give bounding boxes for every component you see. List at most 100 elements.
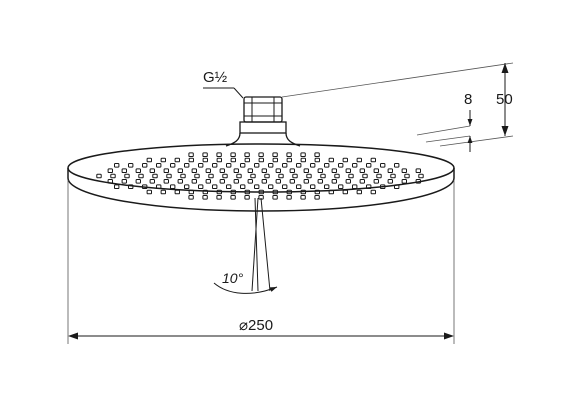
nozzle (272, 189, 279, 195)
nozzle (314, 195, 320, 200)
nozzle (286, 152, 292, 157)
nozzle (135, 179, 142, 184)
nozzle (272, 195, 278, 200)
nozzle (415, 168, 422, 173)
nozzle (359, 179, 366, 184)
nozzle (202, 195, 208, 200)
nozzle (114, 184, 120, 189)
height-extension-lines (281, 62, 514, 147)
nozzle (310, 163, 316, 168)
nozzle (170, 184, 176, 189)
nozzle (124, 173, 130, 179)
nozzle (376, 173, 382, 179)
nozzle (202, 189, 209, 195)
nozzle (230, 189, 237, 195)
nozzle (345, 168, 352, 173)
nozzle (191, 179, 198, 184)
nozzle (314, 189, 321, 195)
thread-label: G½ (203, 69, 228, 86)
nozzle (373, 168, 380, 173)
nozzle (359, 168, 366, 173)
nozzle (174, 157, 181, 163)
nozzle (272, 152, 278, 157)
thread-leader (203, 87, 244, 99)
diameter-extension-lines (67, 180, 455, 344)
nozzle (310, 184, 316, 189)
nozzle (394, 184, 400, 189)
nozzle (212, 184, 218, 189)
nozzle (121, 168, 127, 173)
nozzle (247, 179, 254, 184)
nozzle (258, 189, 265, 195)
nozzle (342, 157, 349, 163)
nozzle (247, 168, 254, 173)
nozzle (244, 157, 251, 163)
nozzle (303, 179, 310, 184)
nozzle (184, 163, 190, 168)
nozzle (163, 168, 170, 173)
nozzle (356, 157, 363, 163)
nozzle (128, 163, 134, 168)
nozzle (331, 168, 338, 173)
nozzle (366, 184, 372, 189)
nozzle (300, 152, 306, 157)
nozzle (373, 179, 380, 184)
nozzle (272, 157, 279, 163)
nozzle (286, 195, 292, 200)
nozzle (317, 168, 324, 173)
nozzle (250, 173, 256, 179)
nozzle (205, 168, 212, 173)
nozzle (394, 163, 400, 168)
nozzle (180, 173, 186, 179)
height-small-label: 8 (464, 91, 472, 108)
nozzle (324, 184, 330, 189)
shower-plate (67, 143, 455, 212)
nozzle (300, 189, 307, 195)
nozzle (356, 189, 363, 195)
nozzle (286, 157, 293, 163)
nozzle (300, 195, 306, 200)
nozzle (96, 173, 102, 179)
nozzle (226, 184, 232, 189)
nozzle (362, 173, 368, 179)
nozzle (188, 189, 195, 195)
nozzle (177, 179, 184, 184)
nozzle (138, 173, 144, 179)
nozzle (268, 184, 274, 189)
nozzle (401, 168, 408, 173)
height-total-label: 50 (496, 91, 513, 108)
nozzle (146, 189, 153, 195)
nozzle (292, 173, 298, 179)
nozzle (303, 168, 310, 173)
nozzle (345, 179, 352, 184)
nozzle (226, 163, 232, 168)
nozzle (254, 184, 260, 189)
nozzle (146, 157, 153, 163)
nozzle (296, 184, 302, 189)
nozzle (314, 152, 320, 157)
nozzle (244, 189, 251, 195)
nozzle (366, 163, 372, 168)
connector-nut (225, 96, 301, 147)
nozzle (268, 163, 274, 168)
nozzle (219, 179, 226, 184)
nozzle (352, 163, 358, 168)
nozzle (233, 179, 240, 184)
nozzle (380, 184, 386, 189)
nozzle (198, 163, 204, 168)
nozzle (230, 152, 236, 157)
nozzle (198, 184, 204, 189)
nozzle (128, 184, 134, 189)
nozzle (328, 189, 335, 195)
nozzle (314, 157, 321, 163)
nozzle (278, 173, 284, 179)
nozzle (160, 157, 167, 163)
nozzle (205, 179, 212, 184)
nozzle (236, 173, 242, 179)
nozzle (275, 168, 282, 173)
nozzle (275, 179, 282, 184)
nozzle (107, 179, 113, 184)
nozzle (254, 163, 260, 168)
nozzle (286, 189, 293, 195)
